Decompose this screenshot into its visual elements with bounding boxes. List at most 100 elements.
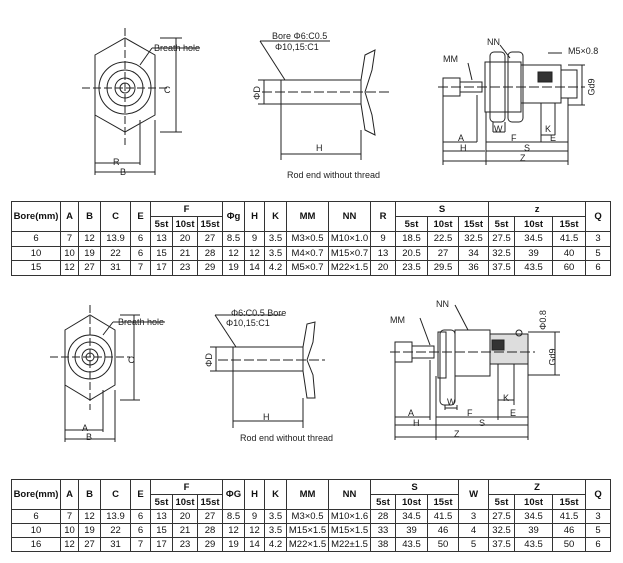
table-cell: 5	[585, 245, 612, 261]
table-cell: 33	[370, 523, 397, 538]
table-cell: 6	[585, 260, 612, 276]
breath-hole-label-2: Breath hole	[118, 317, 165, 327]
table-cell: 12	[60, 260, 79, 276]
table-cell: 39	[514, 245, 554, 261]
sub-5st: 5st	[150, 494, 173, 510]
table-cell: 4.2	[264, 537, 288, 552]
table-cell: 10	[60, 245, 79, 261]
rod-caption: Rod end without thread	[287, 170, 381, 180]
table-cell: 10	[11, 245, 61, 261]
table-cell: 8.5	[222, 231, 246, 247]
table-cell: 32.5	[458, 231, 490, 247]
table-cell: 28	[370, 509, 397, 524]
table-cell: 12	[222, 523, 246, 538]
table-cell: 17	[150, 260, 173, 276]
table-cell: 29.5	[427, 260, 460, 276]
mm-label-2: MM	[390, 315, 405, 325]
table-cell: 8.5	[222, 509, 246, 524]
table-cell: 20	[172, 509, 198, 524]
table-cell: 12	[244, 245, 266, 261]
table-cell: 28	[196, 245, 224, 261]
a-label: A	[458, 133, 465, 143]
table-cell: 29	[196, 537, 224, 552]
table-cell: 50	[552, 537, 587, 552]
table-cell: M15×0.7	[328, 245, 372, 261]
breath-hole-label: Breath hole	[154, 43, 201, 53]
table-cell: 37.5	[488, 537, 516, 552]
header-nn: NN	[328, 201, 372, 232]
table-cell: 9	[370, 231, 397, 247]
table-cell: 60	[552, 260, 587, 276]
table-cell: 46	[427, 523, 460, 538]
table-cell: M5×0.7	[286, 260, 330, 276]
sub-15st: 15st	[196, 494, 224, 510]
e-label: E	[550, 133, 557, 143]
a-label-2: A	[408, 408, 415, 418]
table-cell: 6	[130, 509, 151, 524]
table-cell: 15	[11, 260, 61, 276]
k-label-2: K	[503, 393, 510, 403]
sub-5st: 5st	[150, 216, 173, 232]
table-cell: 34.5	[514, 231, 554, 247]
table-cell: 23	[172, 260, 198, 276]
gd9-label-2: Gd9	[547, 348, 558, 366]
sub-5st: 5st	[488, 216, 516, 232]
table-cell: M15×1.5	[328, 523, 372, 538]
chamfer-label-2: Φ10,15:C1	[275, 42, 319, 52]
table-cell: 23.5	[395, 260, 429, 276]
table-cell: 34.5	[395, 509, 429, 524]
table-cell: 27	[196, 509, 224, 524]
chamfer-label-1: Bore Φ6:C0.5	[272, 31, 328, 41]
table-cell: 13	[370, 245, 397, 261]
table-cell: 46	[552, 523, 587, 538]
nn-label: NN	[487, 37, 500, 47]
h-label: H	[460, 143, 467, 153]
table-cell: 5	[585, 523, 612, 538]
table-cell: 3	[585, 231, 612, 247]
spec-table-1: Bore(mm) A B C E F Φg H K MM NN R S z Q …	[11, 201, 612, 276]
header-phi-g: Φg	[222, 201, 246, 232]
header-c: C	[100, 201, 131, 232]
header-nn: NN	[328, 479, 372, 510]
dim-c-label: C	[164, 85, 171, 95]
table-cell: 13	[150, 231, 173, 247]
table-cell: 6	[11, 231, 61, 247]
table-cell: M22×1.5	[286, 537, 330, 552]
table-cell: 20	[370, 260, 397, 276]
rod-caption-2: Rod end without thread	[240, 433, 334, 443]
table-cell: 27.5	[488, 509, 516, 524]
table-cell: 39	[395, 523, 429, 538]
table-cell: 41.5	[427, 509, 460, 524]
header-phi-g: ΦG	[222, 479, 246, 510]
table-cell: 16	[11, 537, 61, 552]
f-label-2: F	[467, 408, 473, 418]
header-r: R	[370, 201, 397, 232]
table-cell: 36	[458, 260, 490, 276]
table-cell: 5	[458, 537, 490, 552]
header-a: A	[60, 479, 79, 510]
cylinder-side-top	[438, 44, 585, 165]
header-z: Z	[488, 479, 587, 495]
dim-b-label: B	[120, 167, 127, 177]
table-cell: 38	[370, 537, 397, 552]
table-cell: 7	[130, 260, 151, 276]
table-cell: 39	[514, 523, 554, 538]
table-cell: 6	[130, 245, 151, 261]
table-cell: M3×0.5	[286, 231, 330, 247]
table-cell: 7	[60, 509, 79, 524]
table-cell: 34.5	[514, 509, 554, 524]
z-label-2: Z	[454, 429, 460, 439]
table-cell: 34	[458, 245, 490, 261]
table-cell: 37.5	[488, 260, 516, 276]
table-cell: 41.5	[552, 509, 587, 524]
s-label: S	[524, 143, 531, 153]
table-cell: 17	[150, 537, 173, 552]
table-cell: 31	[100, 260, 131, 276]
k-label: K	[545, 124, 552, 134]
